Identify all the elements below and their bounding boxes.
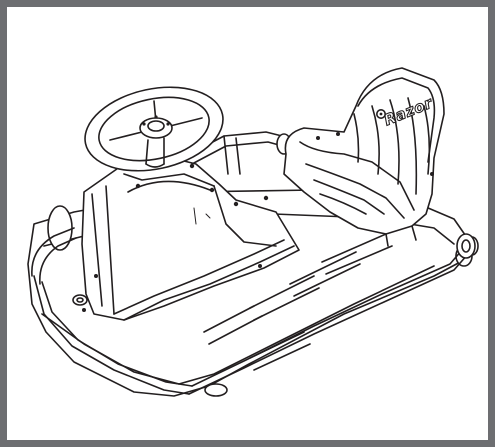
drift-kart-illustration: Razor bbox=[27, 67, 479, 397]
frame-rail bbox=[31, 227, 469, 395]
steering-wheel bbox=[84, 86, 224, 172]
rear-caster bbox=[456, 233, 476, 259]
seat: Razor bbox=[283, 67, 445, 247]
